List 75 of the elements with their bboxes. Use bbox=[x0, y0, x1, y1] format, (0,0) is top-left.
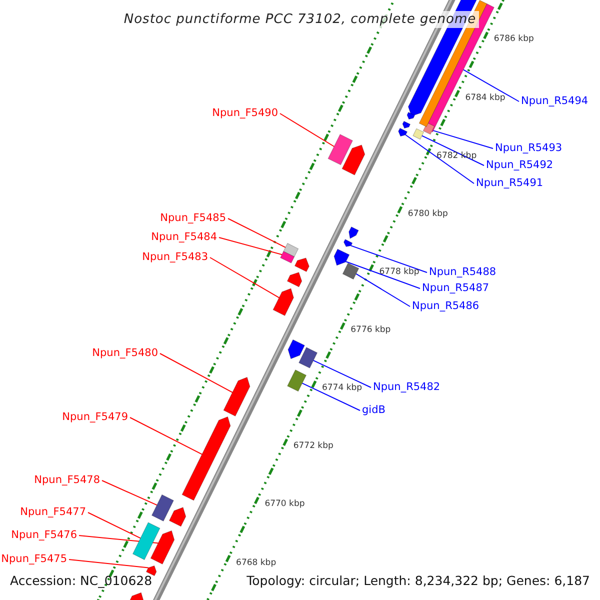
gene-label: Npun_F5485 bbox=[160, 212, 226, 225]
genome-info-text: Topology: circular; Length: 8,234,322 bp; Genes: 6,187 bbox=[246, 573, 590, 589]
gene-feature bbox=[342, 144, 366, 176]
gene-feature bbox=[402, 120, 411, 129]
gene-label: Npun_R5494 bbox=[521, 95, 588, 108]
leader-line bbox=[280, 113, 335, 147]
gene-feature bbox=[272, 288, 294, 316]
gene-feature bbox=[168, 507, 186, 527]
gene-feature bbox=[334, 248, 350, 266]
scale-label: 6784 kbp bbox=[465, 92, 506, 104]
leader-line bbox=[346, 261, 420, 289]
gene-label: Npun_R5482 bbox=[373, 381, 440, 394]
scale-label: 6786 kbp bbox=[494, 34, 534, 46]
scale-label: 6774 kbp bbox=[322, 383, 362, 394]
gene-bar bbox=[342, 262, 360, 280]
scale-label: 6768 kbp bbox=[236, 558, 276, 569]
gene-feature bbox=[146, 565, 157, 576]
gene-label: Npun_R5486 bbox=[412, 300, 480, 313]
gene-label: gidB bbox=[362, 404, 386, 417]
gene-bar bbox=[283, 242, 299, 258]
gene-feature bbox=[150, 530, 175, 564]
gene-bar bbox=[422, 122, 435, 135]
leader-line bbox=[68, 559, 149, 568]
scale-label: 6772 kbp bbox=[293, 441, 334, 452]
scale-label: 6780 kbp bbox=[408, 208, 448, 220]
gene-bar bbox=[328, 134, 353, 166]
scale-label: 6776 kbp bbox=[350, 325, 391, 336]
leader-line bbox=[228, 218, 286, 248]
gene-bar bbox=[287, 370, 307, 392]
gene-bar bbox=[132, 522, 160, 560]
gene-feature bbox=[286, 272, 302, 288]
gene-feature bbox=[406, 112, 416, 120]
leader-line bbox=[405, 134, 474, 184]
gene-label: Npun_F5478 bbox=[34, 474, 100, 487]
gene-label: Npun_F5477 bbox=[20, 506, 86, 519]
leader-line bbox=[432, 130, 494, 149]
gene-label: Npun_F5484 bbox=[151, 231, 217, 244]
scale-label: 6782 kbp bbox=[436, 150, 477, 162]
leader-line bbox=[218, 237, 282, 256]
leader-line bbox=[102, 480, 158, 506]
gene-feature bbox=[294, 258, 310, 272]
leader-line bbox=[312, 360, 372, 388]
leader-line bbox=[210, 257, 280, 298]
leader-line bbox=[88, 512, 141, 539]
leader-line bbox=[356, 273, 410, 307]
leader-line bbox=[130, 417, 202, 455]
gene-label: Npun_R5487 bbox=[422, 282, 490, 295]
gene-bar bbox=[412, 128, 424, 140]
gene-feature bbox=[223, 376, 250, 416]
gene-feature bbox=[348, 226, 359, 239]
leader-line bbox=[160, 353, 233, 393]
scale-label: 6778 kbp bbox=[379, 266, 420, 278]
gene-feature bbox=[288, 339, 305, 360]
scale-label: 6770 kbp bbox=[264, 499, 305, 510]
gene-feature bbox=[182, 416, 231, 501]
gene-label: Npun_R5493 bbox=[495, 142, 562, 155]
gene-label: Npun_F5479 bbox=[62, 411, 128, 424]
gene-label: Npun_R5491 bbox=[476, 177, 544, 190]
gene-label: Npun_R5492 bbox=[486, 159, 554, 172]
gene-label: Npun_F5490 bbox=[212, 107, 278, 120]
leader-line bbox=[302, 382, 360, 411]
gene-label: Npun_F5476 bbox=[11, 529, 77, 542]
gene-label: Npun_F5483 bbox=[142, 251, 208, 264]
leader-line bbox=[462, 69, 520, 102]
accession-text: Accession: NC_010628 bbox=[10, 573, 152, 589]
gene-label: Npun_F5475 bbox=[1, 553, 67, 566]
gene-label: Npun_R5488 bbox=[429, 266, 496, 279]
gene-label: Npun_F5480 bbox=[92, 347, 158, 360]
leader-line bbox=[421, 135, 484, 166]
gene-feature bbox=[398, 128, 408, 137]
gene-bar bbox=[298, 347, 318, 368]
gene-bar bbox=[280, 251, 295, 264]
leader-line bbox=[350, 245, 428, 273]
gene-bar bbox=[151, 494, 174, 522]
gene-feature bbox=[343, 239, 353, 247]
